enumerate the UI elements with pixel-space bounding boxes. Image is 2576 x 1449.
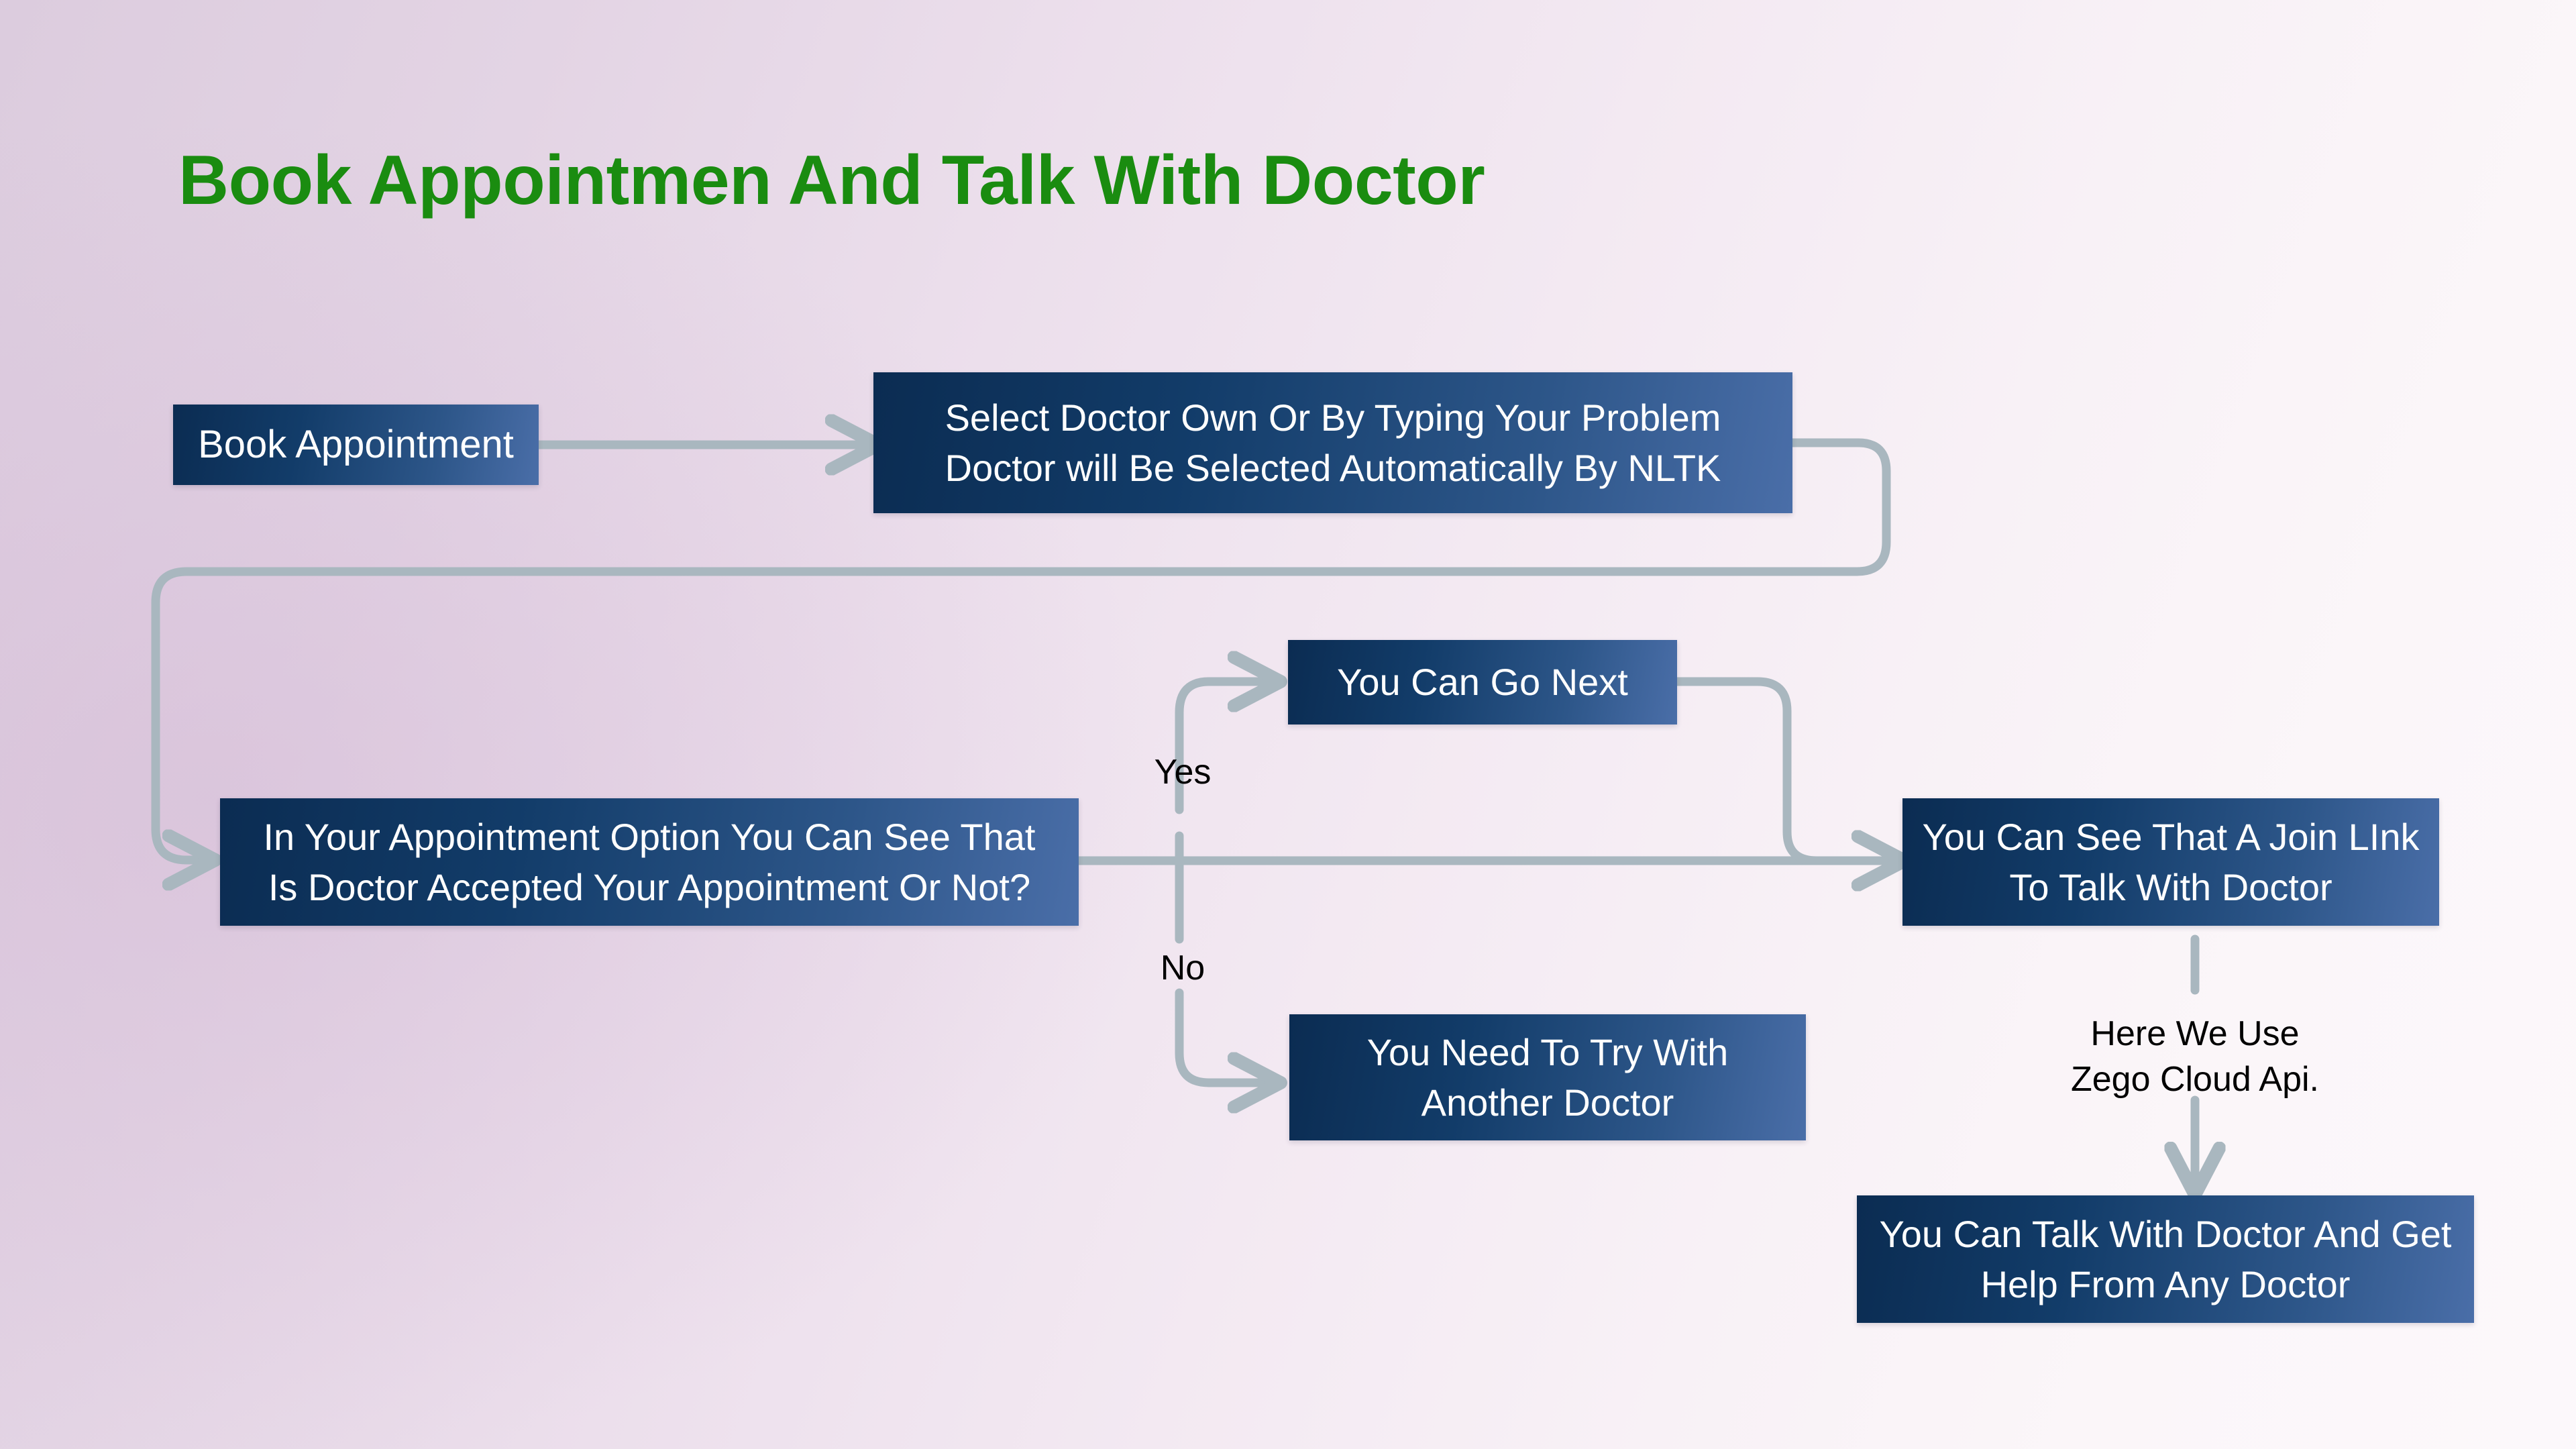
node-talk-with-doctor[interactable]: You Can Talk With Doctor And Get Help Fr… xyxy=(1857,1195,2474,1323)
node-try-another-doctor[interactable]: You Need To Try With Another Doctor xyxy=(1289,1014,1806,1140)
edge-label-zego-cloud-api: Here We Use Zego Cloud Api. xyxy=(2070,1014,2320,1099)
node-select-doctor[interactable]: Select Doctor Own Or By Typing Your Prob… xyxy=(873,372,1792,513)
edge-no-lower xyxy=(1175,988,1275,1083)
node-join-link[interactable]: You Can See That A Join LInk To Talk Wit… xyxy=(1902,798,2439,926)
node-book-appointment[interactable]: Book Appointment xyxy=(173,405,539,485)
node-appointment-status[interactable]: In Your Appointment Option You Can See T… xyxy=(220,798,1079,926)
node-go-next[interactable]: You Can Go Next xyxy=(1288,640,1677,724)
page-title: Book Appointmen And Talk With Doctor xyxy=(178,142,1485,219)
edge-label-no: No xyxy=(1160,949,1205,987)
edge-label-yes: Yes xyxy=(1154,753,1212,792)
edge-gonext-to-trunk xyxy=(1672,677,1883,865)
